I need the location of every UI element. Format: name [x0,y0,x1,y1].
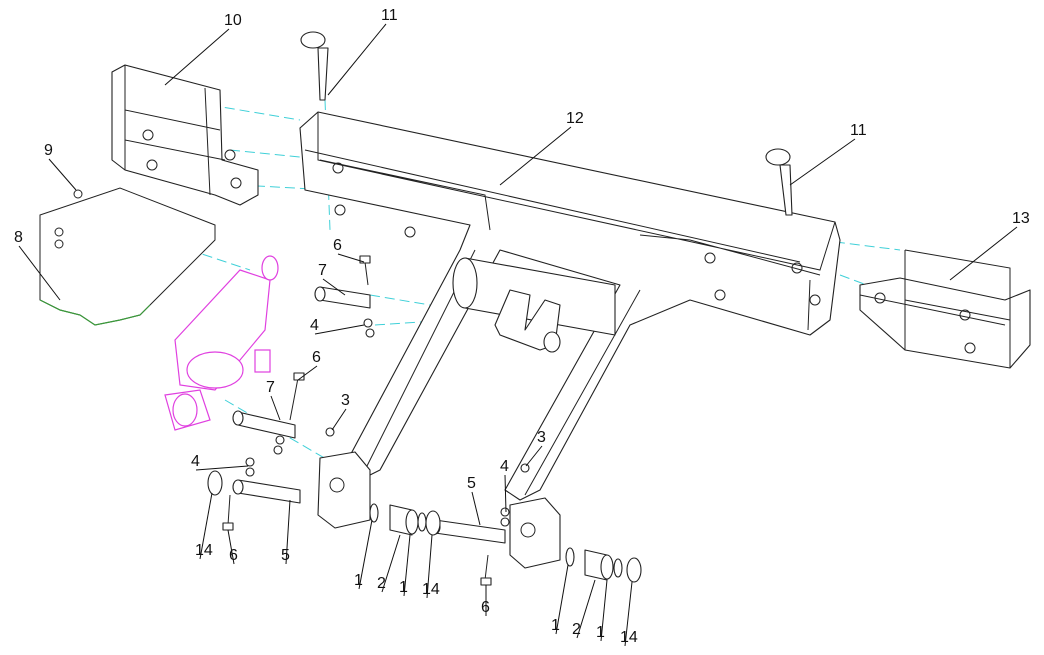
callout-label-1: 1 [551,617,560,634]
callout-label-9: 9 [44,142,53,159]
callout-label-8: 8 [14,229,23,246]
leader-line [789,138,856,186]
callout-label-6: 6 [333,237,342,254]
callout-label-11: 11 [850,122,867,139]
leader-line [331,408,347,431]
callout-label-13: 13 [1012,210,1030,227]
leader-line [600,579,608,642]
callout-label-3: 3 [341,392,350,409]
callout-label-4: 4 [191,453,200,470]
callout-label-14: 14 [195,542,213,559]
leader-line [504,474,507,513]
leader-line [327,23,387,96]
hydraulic-cylinder [164,255,279,431]
callout-label-6: 6 [312,349,321,366]
leader-line [337,253,365,263]
leader-line [358,519,373,590]
leader-line [403,534,411,597]
leader-line [555,564,569,635]
leader-line [499,126,572,186]
leader-line [471,491,481,526]
leader-line [195,465,249,471]
callout-label-7: 7 [318,262,327,279]
leader-line [48,158,77,191]
callout-label-7: 7 [266,379,275,396]
callout-label-1: 1 [399,579,408,596]
callout-label-14: 14 [422,581,440,598]
callout-label-5: 5 [281,547,290,564]
leader-line [624,581,633,647]
leader-line [949,226,1018,281]
leader-line [576,579,596,639]
leader-line [285,499,291,565]
bracket-right-13 [859,249,1031,369]
leader-line [314,324,365,335]
leader-line [322,278,346,296]
leader-line [525,445,543,467]
leader-line [381,534,401,593]
leader-line [199,492,213,560]
leader-line [164,28,230,86]
leader-line [18,245,61,301]
callout-label-6: 6 [229,547,238,564]
leader-line [227,529,235,565]
callout-label-2: 2 [572,621,581,638]
callout-label-1: 1 [596,624,605,641]
hardware [207,255,642,586]
callout-label-14: 14 [620,629,638,646]
callout-label-3: 3 [537,429,546,446]
bracket-left-10 [111,64,259,206]
callout-label-10: 10 [224,12,242,29]
callout-label-6: 6 [481,599,490,616]
callout-label-4: 4 [310,317,319,334]
leader-line [297,365,318,381]
callout-label-2: 2 [377,575,386,592]
callout-label-4: 4 [500,458,509,475]
callout-label-11: 11 [381,7,398,24]
leader-line [426,534,433,599]
callout-label-5: 5 [467,475,476,492]
callout-label-12: 12 [566,110,584,127]
cover-plate-8 [39,187,216,326]
lynch-pins-11 [300,31,793,216]
callout-label-1: 1 [354,572,363,589]
main-frame-12 [299,111,841,569]
leader-line [270,395,281,421]
